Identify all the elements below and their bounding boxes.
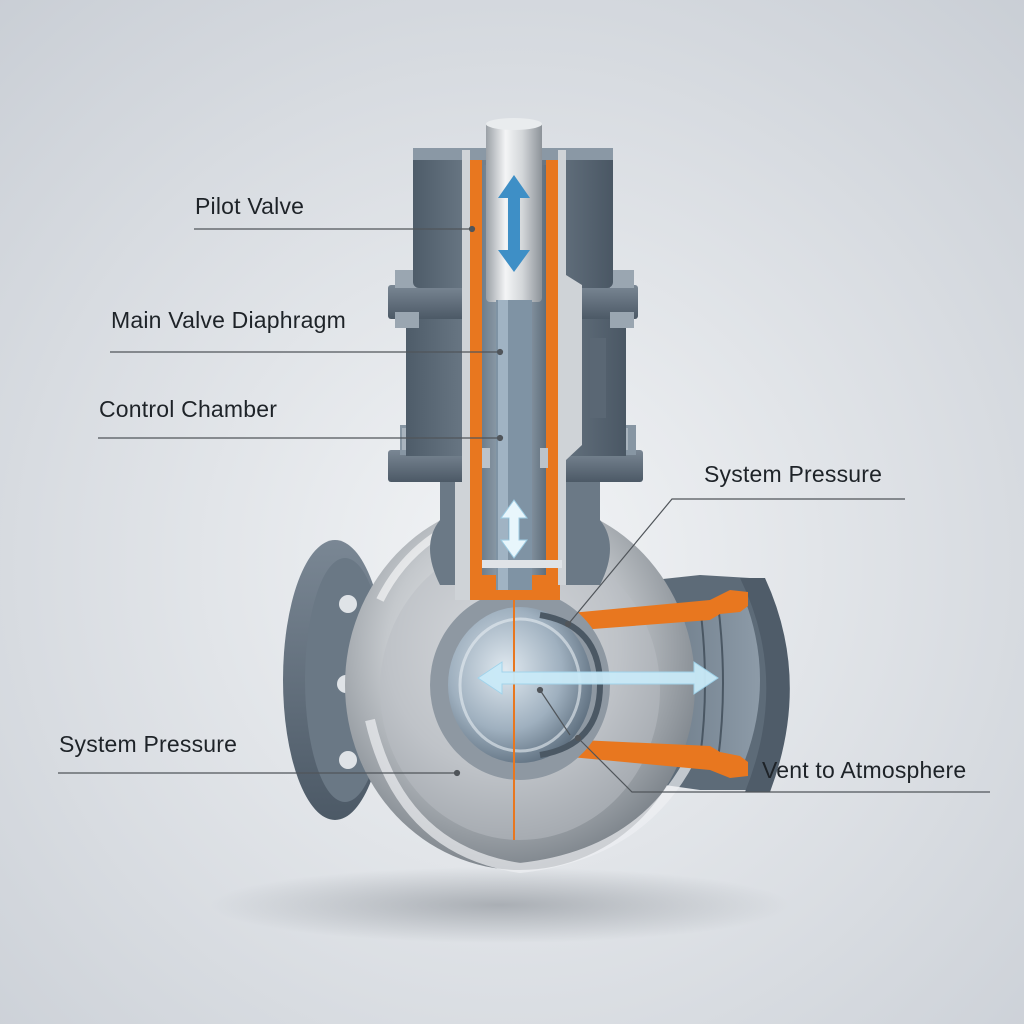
label-vent-to-atmosphere: Vent to Atmosphere: [762, 757, 967, 783]
label-pilot-valve: Pilot Valve: [195, 193, 305, 219]
cutaway-section: [462, 118, 582, 840]
double-arrow-vertical-icon: [498, 175, 530, 272]
label-system-pressure-right: System Pressure: [704, 461, 883, 487]
flange-bolt-hole: [339, 595, 357, 613]
floor-shadow: [210, 867, 790, 943]
bolt-head: [395, 312, 419, 328]
label-system-pressure-left: System Pressure: [59, 731, 238, 757]
outlet-seals: [548, 585, 748, 778]
ball-chamber: [430, 590, 610, 780]
bolt-head: [610, 312, 634, 328]
leader-vent-to-atmosphere: [579, 739, 990, 793]
double-arrow-vertical-icon: [500, 499, 528, 559]
leader-lines: [58, 225, 990, 793]
leader-ball-center: [539, 689, 571, 736]
label-main-valve-diaphragm: Main Valve Diaphragm: [111, 307, 346, 333]
flange-bolt-hole: [339, 751, 357, 769]
double-arrow-horizontal-icon: [477, 661, 719, 695]
leader-system-pressure-right: [569, 498, 905, 623]
label-control-chamber: Control Chamber: [99, 396, 278, 422]
